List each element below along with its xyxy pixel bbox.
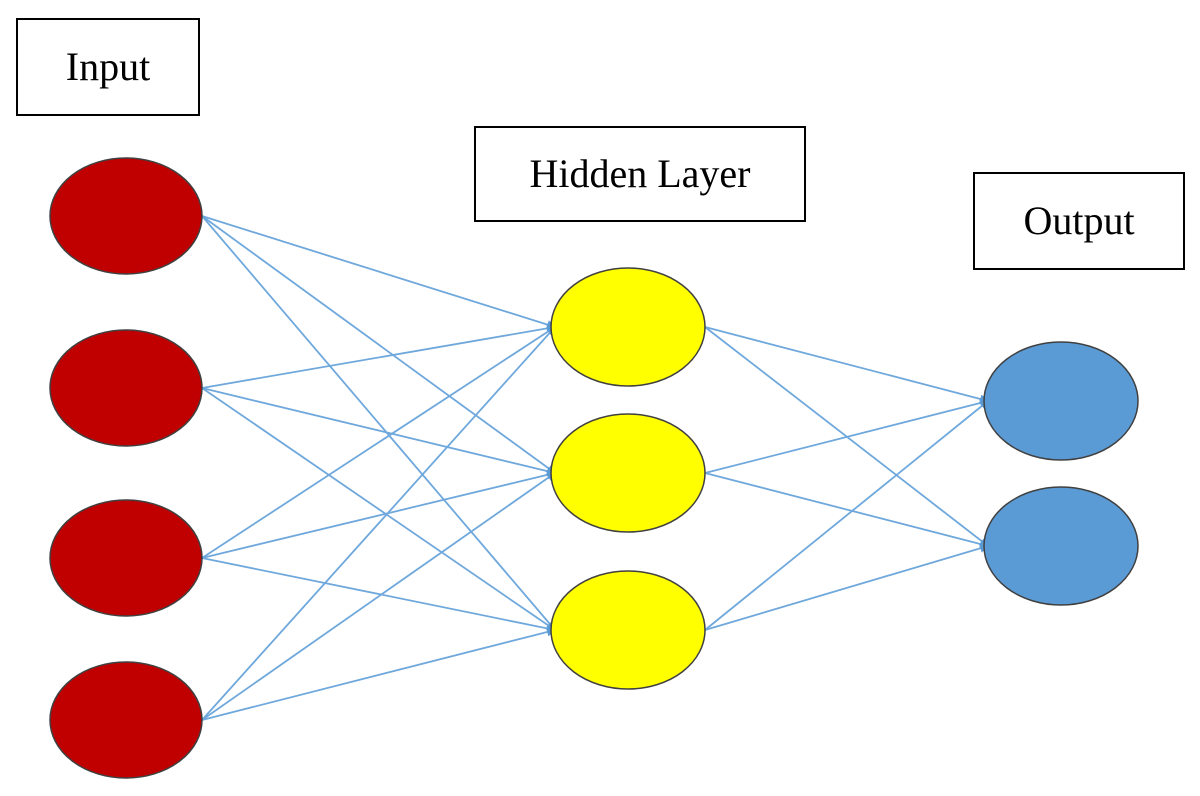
edge-input1-to-hidden1: [201, 215, 556, 329]
edge-input2-to-hidden1: [201, 323, 556, 389]
edge-input4-to-hidden2: [201, 472, 556, 721]
edge-input3-to-hidden3: [201, 557, 556, 633]
output-layer-label: Output: [973, 172, 1185, 270]
edge-hidden3-to-output2: [704, 543, 989, 631]
edge-hidden2-to-output1: [704, 398, 989, 474]
edge-hidden2-to-output2: [704, 472, 989, 549]
connection-edges: [201, 215, 989, 721]
edge-hidden1-to-output1: [704, 326, 989, 404]
edge-input1-to-hidden2: [201, 215, 556, 474]
edge-input3-to-hidden1: [201, 326, 556, 559]
input-node-1: [49, 157, 203, 275]
input-layer-label: Input: [16, 18, 200, 116]
input-node-3: [49, 499, 203, 617]
hidden-node-2: [550, 413, 706, 533]
edge-input2-to-hidden3: [201, 387, 556, 631]
edge-input1-to-hidden3: [201, 215, 556, 631]
edge-hidden3-to-output1: [704, 400, 989, 631]
hidden-node-1: [550, 267, 706, 387]
edge-input4-to-hidden1: [201, 326, 556, 721]
output-node-1: [983, 341, 1139, 461]
edge-input4-to-hidden3: [201, 627, 556, 721]
edge-input3-to-hidden2: [201, 470, 556, 559]
network-nodes: [49, 157, 1139, 779]
input-node-2: [49, 329, 203, 447]
input-layer-label-text: Input: [65, 44, 151, 89]
output-node-2: [983, 486, 1139, 606]
edge-input2-to-hidden2: [201, 387, 556, 476]
hidden-node-3: [550, 570, 706, 690]
hidden-layer-label-text: Hidden Layer: [529, 151, 751, 196]
input-node-4: [49, 661, 203, 779]
output-layer-label-text: Output: [1023, 198, 1135, 243]
hidden-layer-label: Hidden Layer: [474, 126, 806, 222]
